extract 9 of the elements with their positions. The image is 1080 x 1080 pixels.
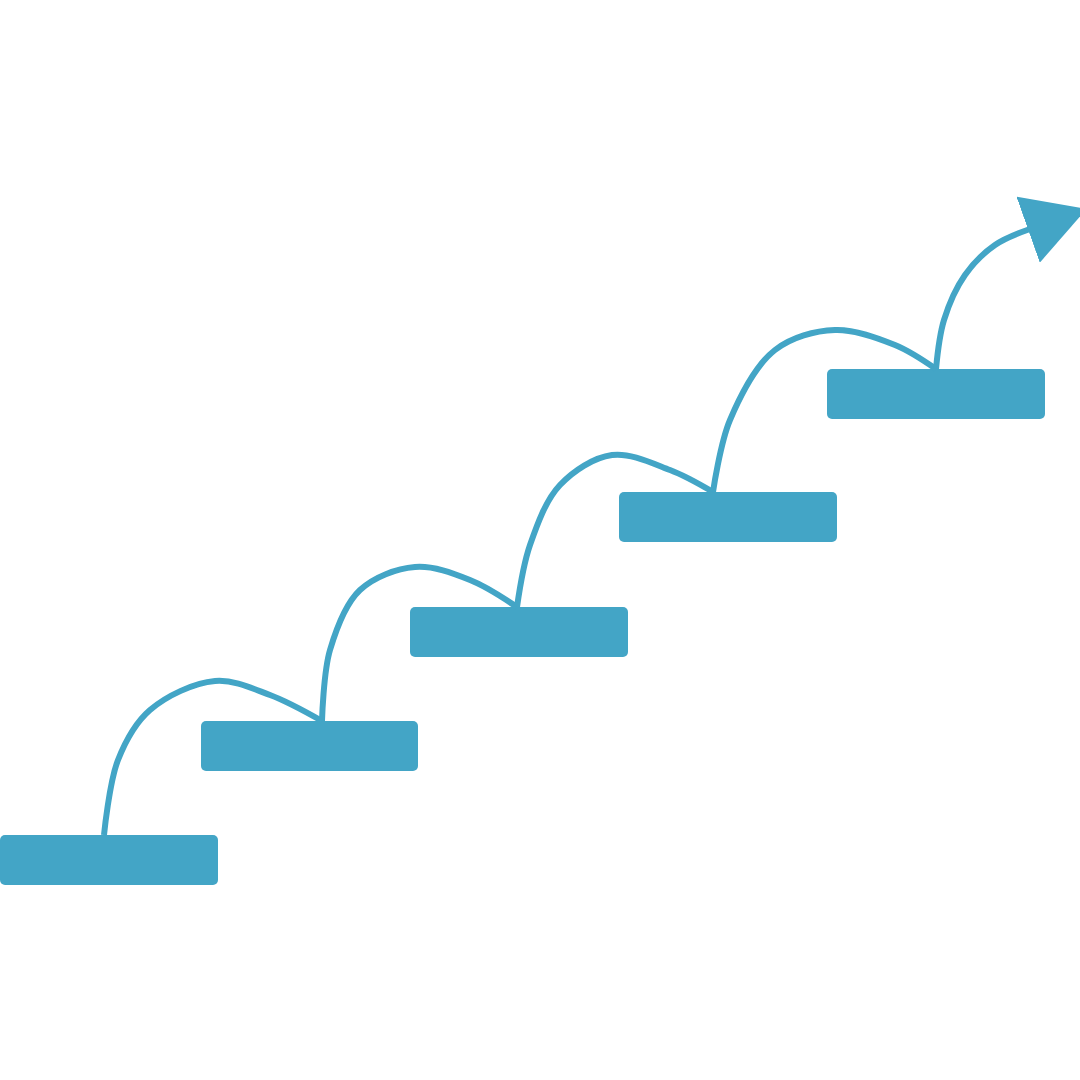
step-bar — [619, 492, 837, 542]
step-bar — [201, 721, 418, 771]
arc-connector — [710, 327, 938, 493]
step-bar — [0, 835, 218, 885]
arc-connector — [514, 451, 715, 608]
arc-connector — [319, 563, 519, 722]
step-bar — [827, 369, 1045, 419]
step-bar — [410, 607, 628, 657]
arrow — [933, 196, 1080, 370]
